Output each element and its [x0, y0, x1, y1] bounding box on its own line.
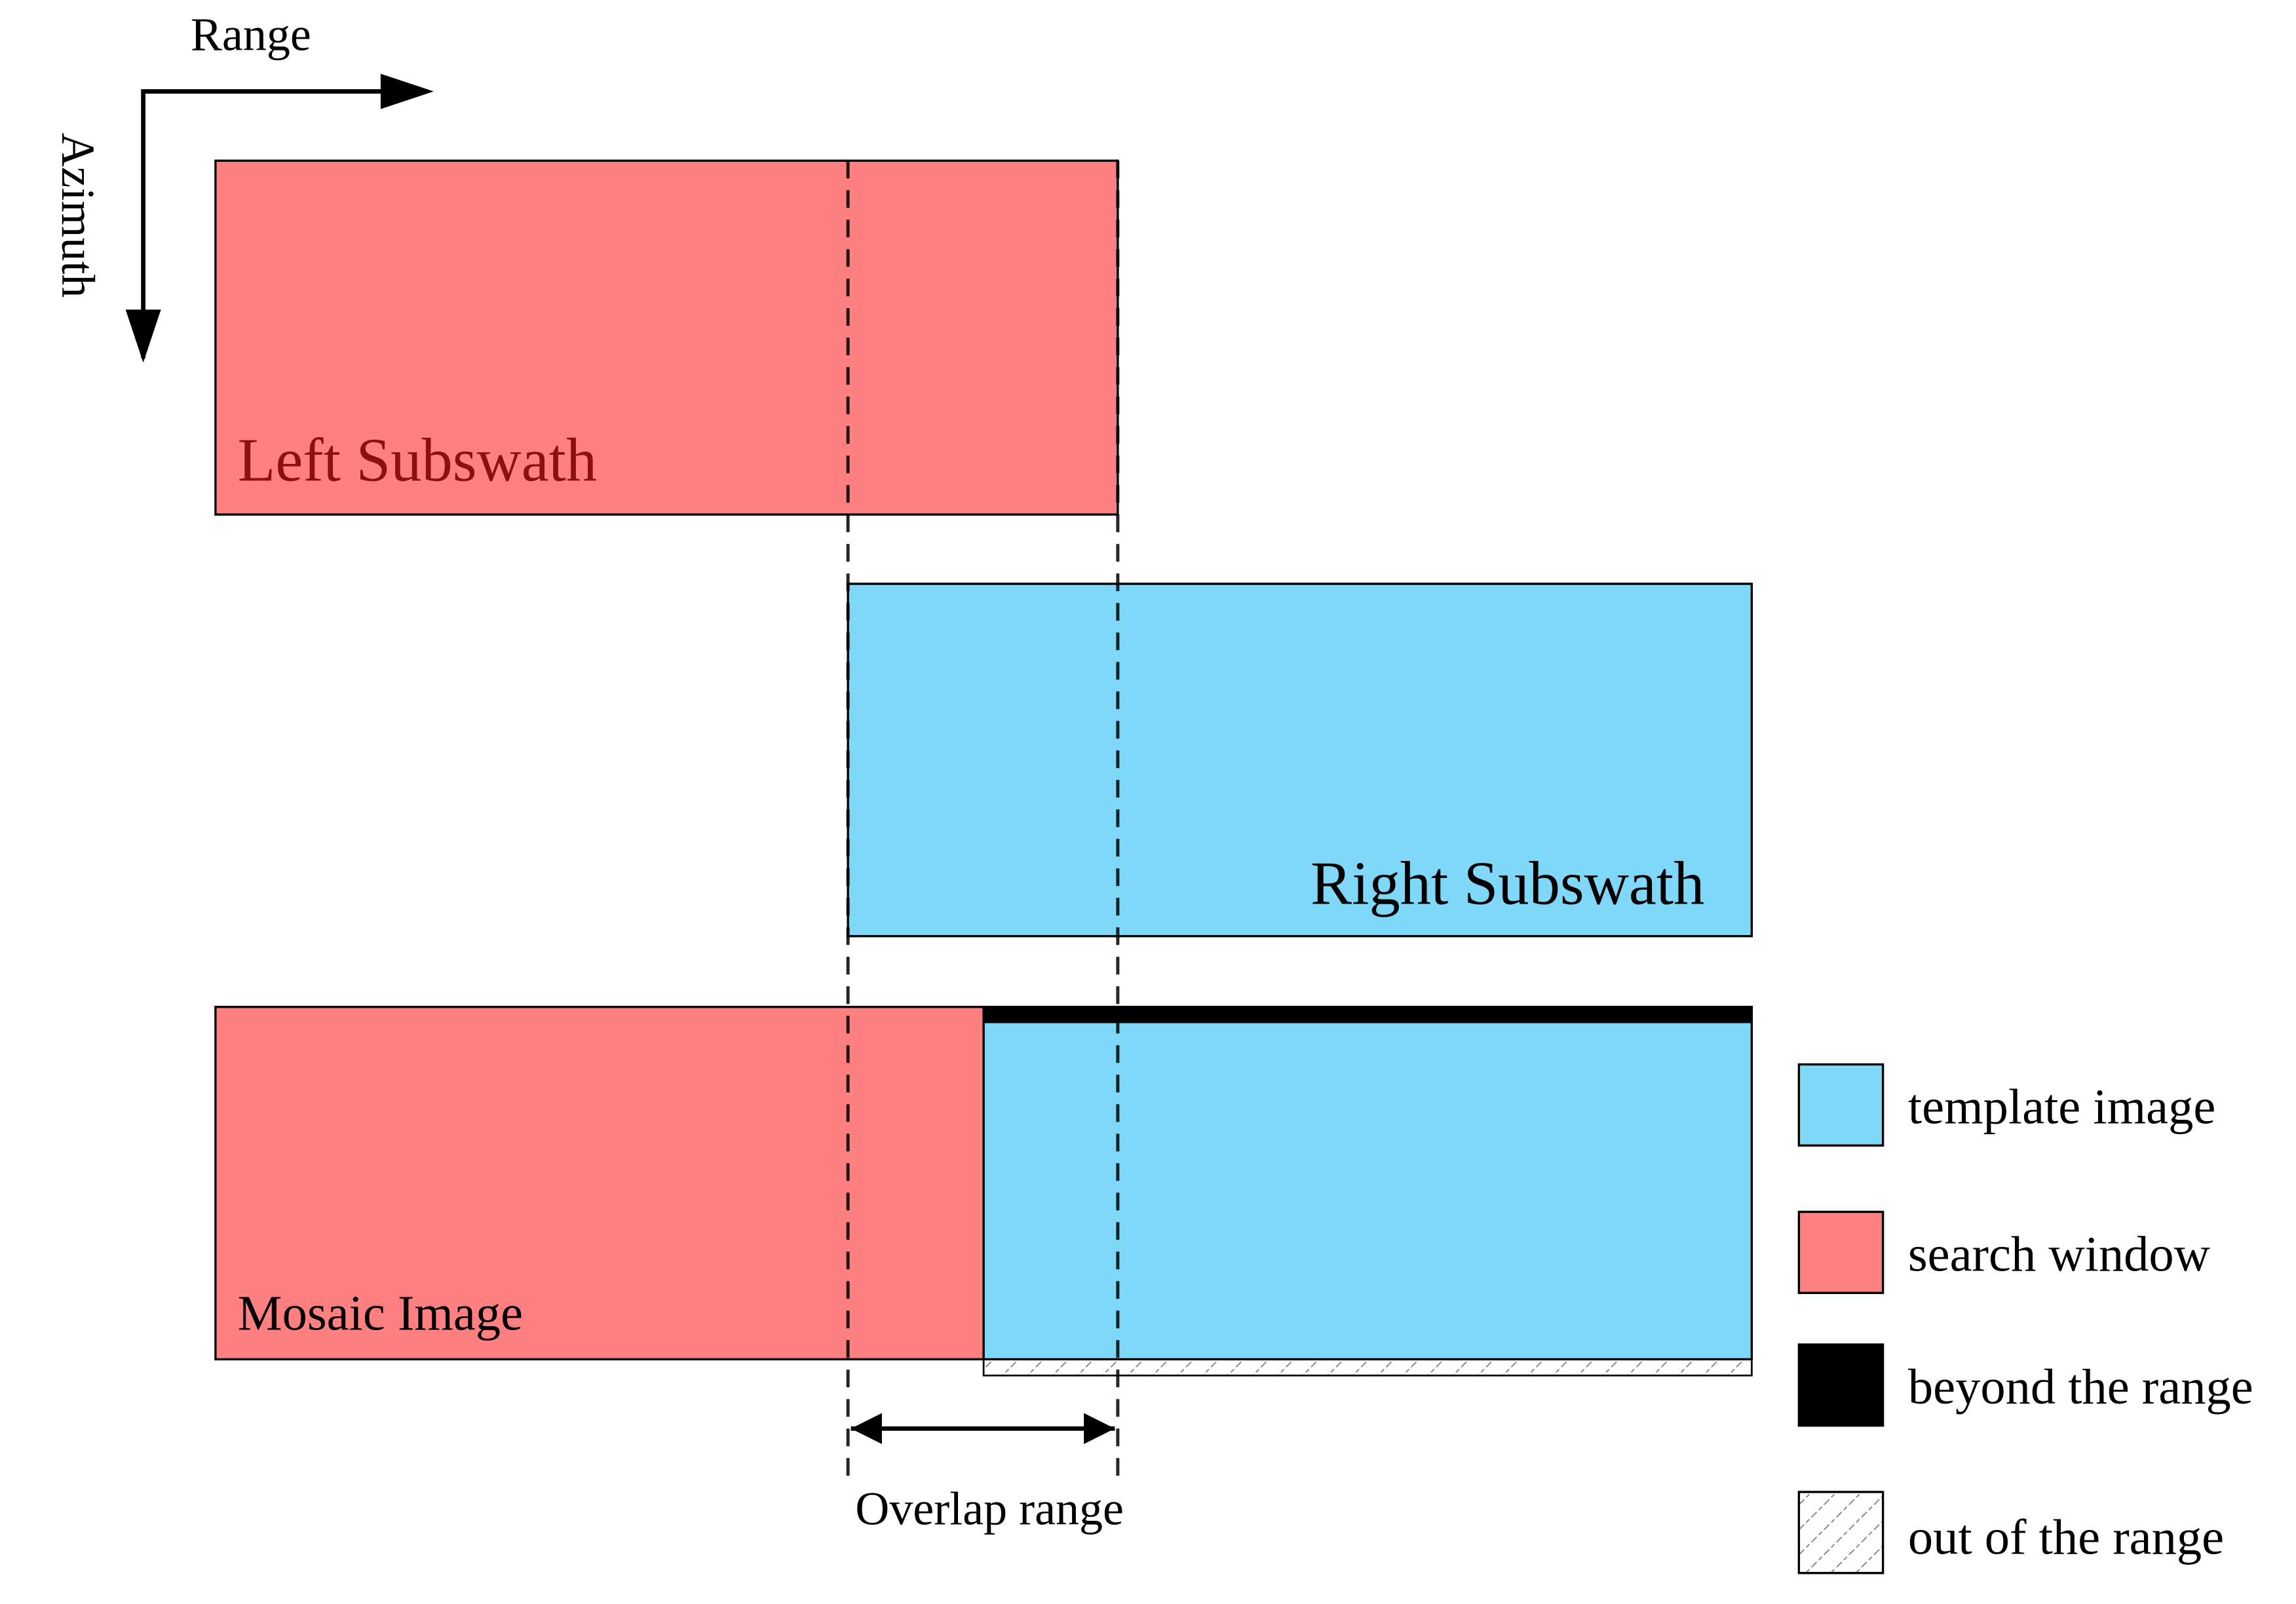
range-arrowhead — [380, 73, 434, 109]
mosaic-template-part — [982, 1006, 1753, 1361]
mosaic-out-of-range-strip — [982, 1358, 1753, 1377]
legend-label-search-window: search window — [1908, 1227, 2210, 1282]
legend-swatch-search-window — [1797, 1210, 1885, 1294]
legend-item-beyond-range: beyond the range — [1797, 1343, 2253, 1427]
mosaic-image-block: Mosaic Image — [214, 1006, 1753, 1377]
mosaic-search-window-part — [214, 1006, 985, 1361]
mosaic-image-label: Mosaic Image — [238, 1286, 523, 1341]
mosaic-beyond-range-bar — [984, 1006, 1752, 1023]
left-subswath-block: Left Subswath — [214, 159, 1119, 516]
legend-swatch-template-image — [1797, 1063, 1885, 1147]
right-subswath-label: Right Subswath — [1311, 849, 1704, 917]
legend-label-out-of-range: out of the range — [1908, 1510, 2224, 1565]
legend: template image search window beyond the … — [1797, 1063, 2253, 1575]
legend-label-beyond-range: beyond the range — [1908, 1359, 2253, 1415]
azimuth-arrowhead — [125, 309, 161, 363]
overlap-guides: Overlap range — [846, 161, 1124, 1535]
range-axis-label: Range — [191, 9, 311, 61]
legend-swatch-beyond-range — [1797, 1343, 1885, 1427]
azimuth-axis-label: Azimuth — [52, 133, 104, 298]
left-subswath-label: Left Subswath — [238, 427, 598, 495]
overlap-range-label: Overlap range — [855, 1483, 1124, 1535]
right-subswath-rect — [847, 582, 1753, 938]
right-subswath-block: Right Subswath — [847, 582, 1753, 938]
axis-indicator: Range Azimuth — [52, 9, 434, 363]
range-axis-arrow — [141, 89, 387, 358]
legend-item-out-of-range: out of the range — [1797, 1491, 2224, 1575]
legend-swatch-out-of-range — [1797, 1491, 1885, 1575]
legend-item-template-image: template image — [1797, 1063, 2215, 1147]
legend-label-template-image: template image — [1908, 1079, 2215, 1135]
legend-item-search-window: search window — [1797, 1210, 2210, 1294]
